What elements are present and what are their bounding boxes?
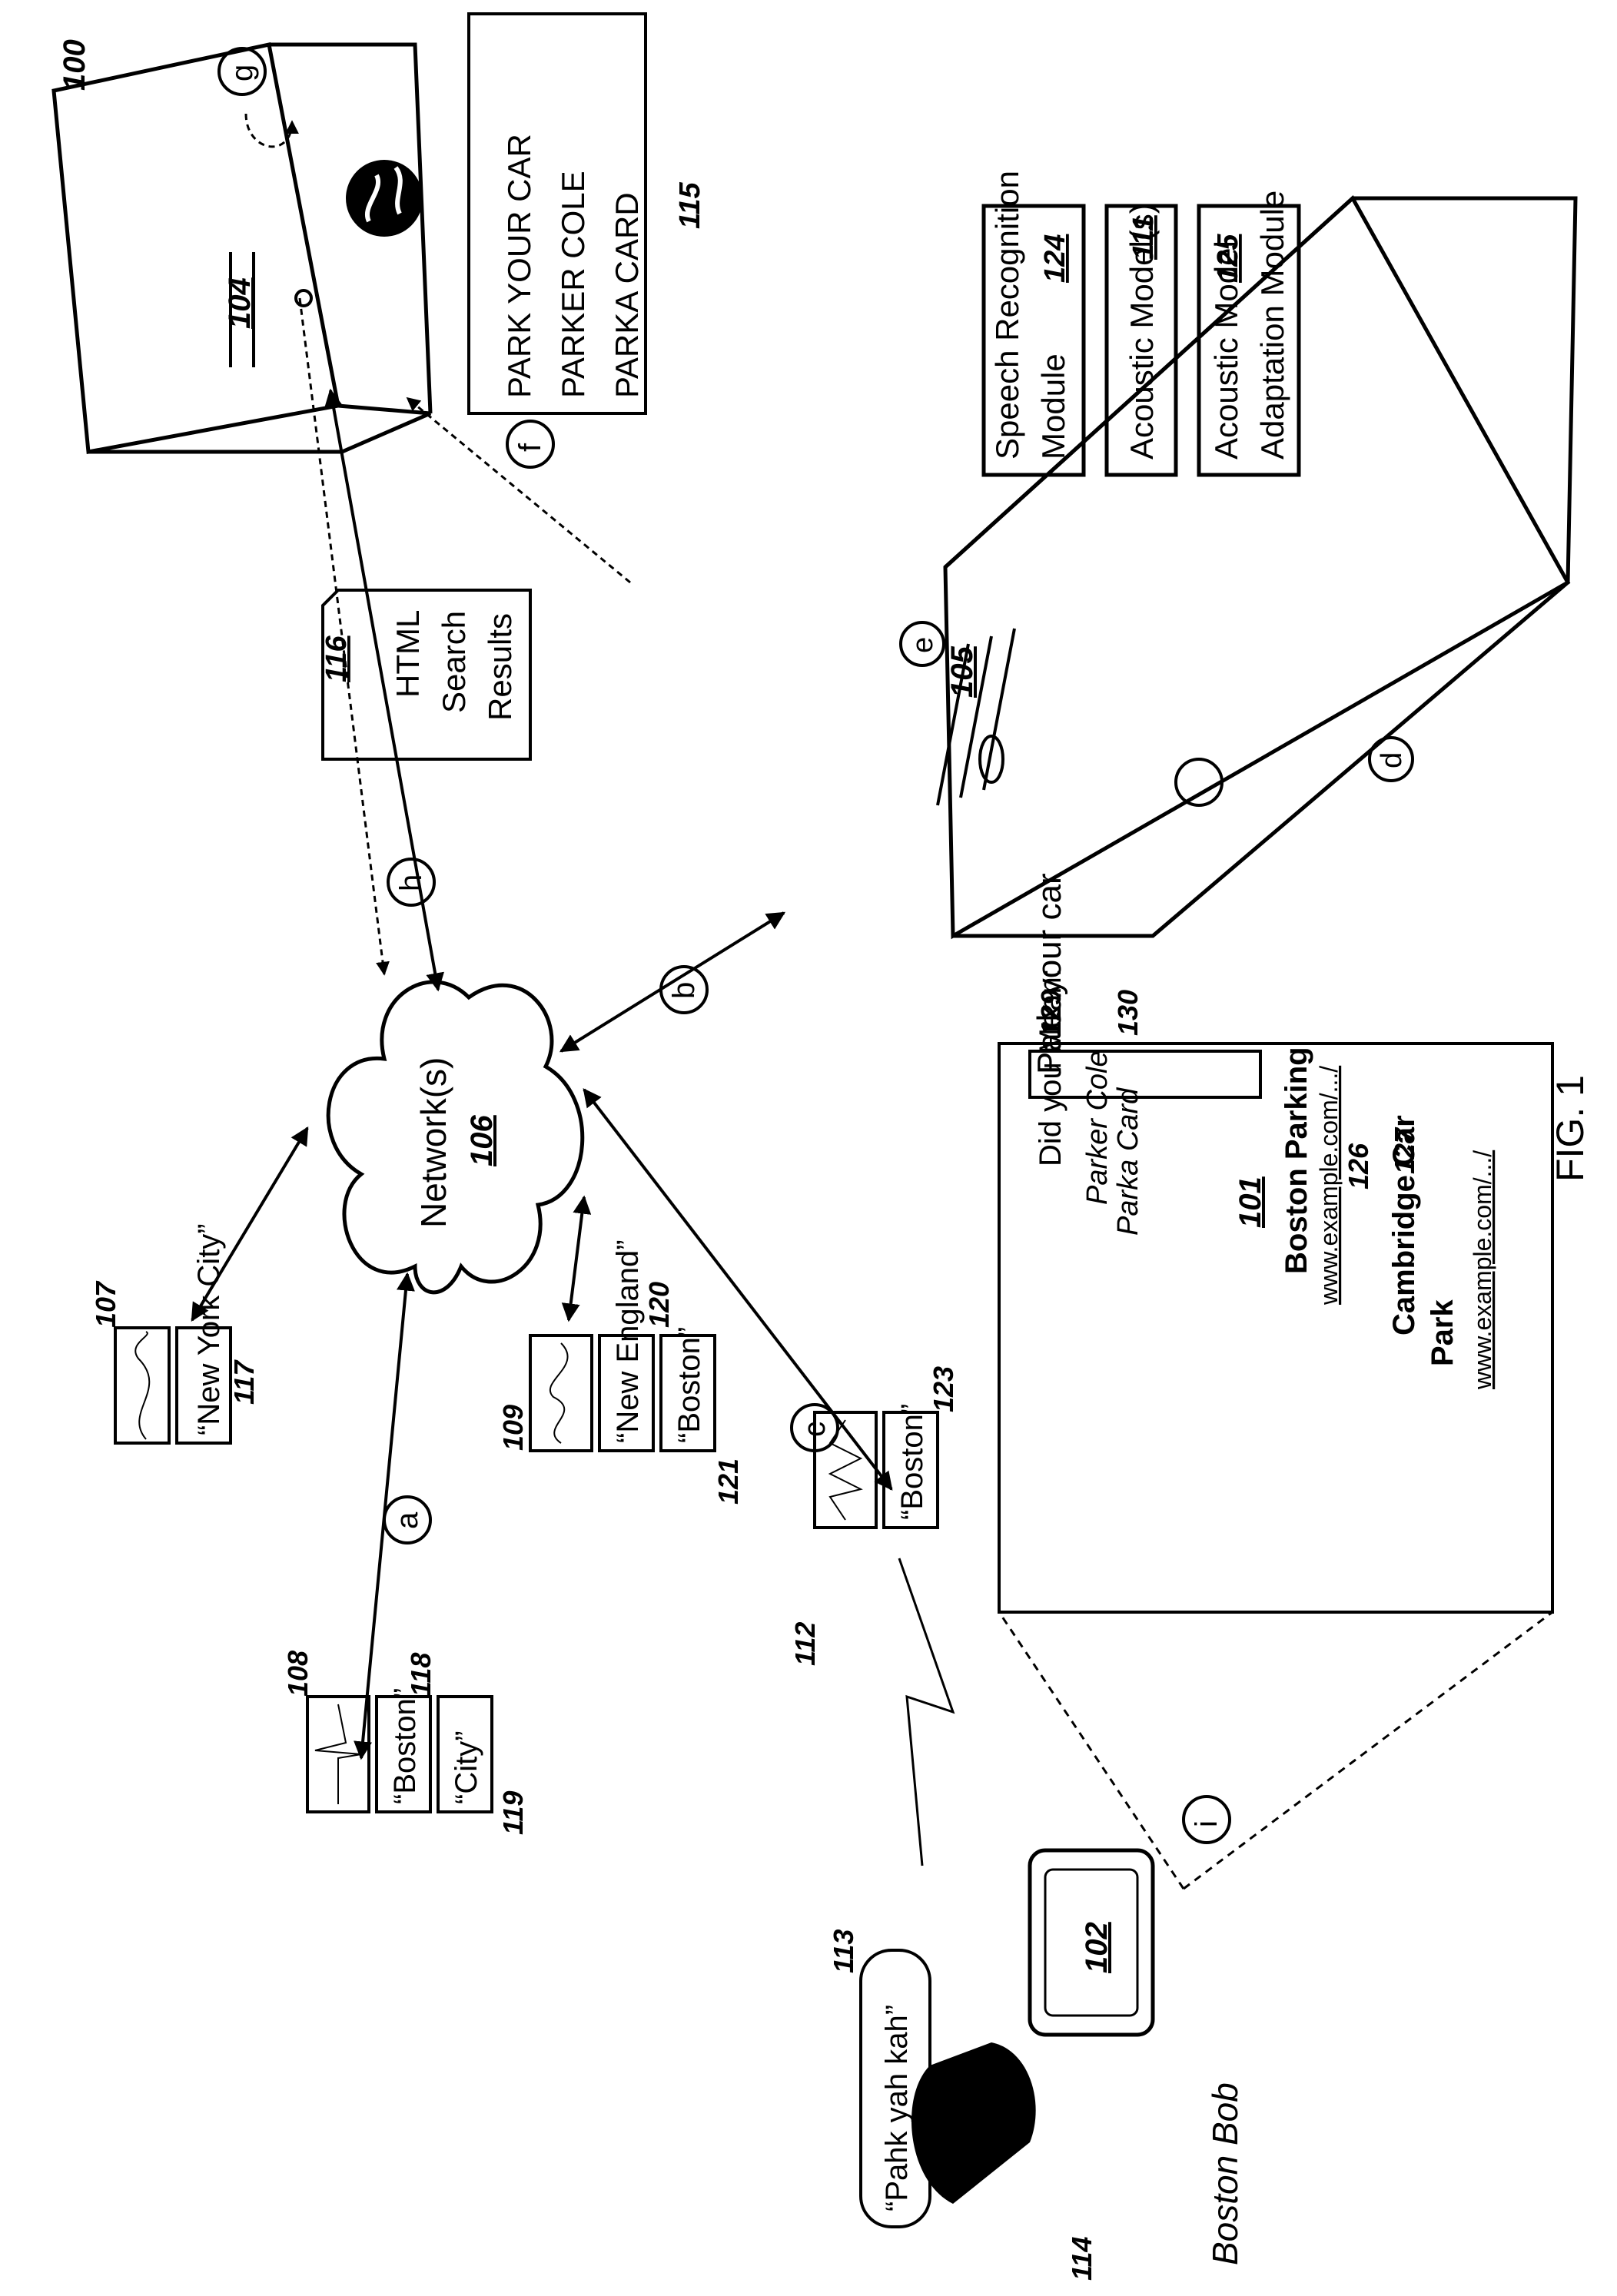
mobile-device-102: 102 <box>1030 1850 1153 2035</box>
user-speech: “Pahk yah kah” <box>880 2005 914 2211</box>
sample-109-text-b: “Boston” <box>672 1327 706 1443</box>
candidate-line3: PARKA CARD <box>609 192 645 398</box>
ref-113: 113 <box>828 1929 859 1973</box>
sample-108-text-b: “City” <box>450 1730 483 1804</box>
user-name: Boston Bob <box>1205 2082 1245 2265</box>
user-114: Boston Bob 114 <box>911 2042 1245 2281</box>
ref-118: 118 <box>405 1653 437 1697</box>
wireless-signal <box>899 1558 953 1866</box>
ref-114: 114 <box>1066 2237 1097 2281</box>
result-2-url: www.example.com/.../ <box>1469 1150 1496 1390</box>
candidate-line2: PARKER COLE <box>555 171 591 398</box>
sample-108-text-a: “Boston” <box>388 1688 422 1804</box>
ref-107: 107 <box>90 1280 121 1328</box>
step-i: i <box>1190 1820 1224 1827</box>
globe-icon <box>346 160 423 237</box>
html-results-116: 116 HTML Search Results <box>320 590 530 759</box>
ref-100: 100 <box>58 39 91 91</box>
ref-120: 120 <box>643 1282 675 1328</box>
step-d: d <box>1376 752 1408 768</box>
ref-117: 117 <box>228 1359 260 1405</box>
html-line3: Results <box>482 613 518 721</box>
audio-sample-109: “New England” “Boston” 109 120 121 <box>497 1239 744 1505</box>
sample-107-text: “New York City” <box>192 1223 226 1435</box>
speech-line1: Speech Recognition <box>989 171 1025 460</box>
device-screen-101: Park your car 129 Did you Mean: Parker C… <box>999 873 1552 1889</box>
result-1-url: www.example.com/.../ <box>1315 1066 1343 1306</box>
adapt-line2: Adaptation Module <box>1254 191 1290 460</box>
result-1-title: Boston Parking <box>1280 1047 1313 1274</box>
ref-127: 127 <box>1389 1126 1420 1174</box>
sample-112-text: “Boston” <box>895 1404 929 1520</box>
step-f: f <box>513 443 547 452</box>
candidate-box-115: PARK YOUR CAR PARKER COLE PARKA CARD 115 <box>469 14 706 413</box>
suggestion-1: Parker Cole <box>1081 1050 1114 1205</box>
acoustic-model-adaptation-module-125: Acoustic Model Adaptation Module 125 <box>1199 191 1299 475</box>
step-h: h <box>394 874 428 891</box>
ref-119: 119 <box>497 1791 529 1835</box>
ref-112: 112 <box>789 1622 821 1666</box>
speech-line2: Module <box>1035 353 1071 460</box>
step-b: b <box>667 982 701 999</box>
ref-106: 106 <box>465 1115 499 1166</box>
speech-bubble-113: “Pahk yah kah” 113 <box>828 1929 930 2227</box>
sample-109-text-a: “New England” <box>611 1239 645 1443</box>
html-line2: Search <box>436 611 472 713</box>
rotated-drawing: FIG. 1 104 g 100 PARK YOUR CAR PARKER CO… <box>54 14 1592 2281</box>
speech-recognition-module-124: Speech Recognition Module 124 <box>984 171 1084 475</box>
figure-caption: FIG. 1 <box>1549 1075 1592 1182</box>
ref-108: 108 <box>282 1651 314 1697</box>
did-you-mean: Did you Mean: <box>1034 968 1067 1166</box>
ref-101: 101 <box>1234 1176 1267 1228</box>
ref-104: 104 <box>223 277 257 329</box>
ref-130: 130 <box>1112 990 1144 1036</box>
ref-123: 123 <box>928 1366 959 1412</box>
ref-124: 124 <box>1039 234 1071 283</box>
result-2-title-line2: Park <box>1426 1299 1459 1366</box>
ref-115: 115 <box>674 182 706 229</box>
step-a: a <box>390 1511 424 1529</box>
audio-sample-107: “New York City” 107 117 <box>90 1223 260 1443</box>
ref-102: 102 <box>1080 1922 1114 1973</box>
step-e: e <box>907 637 939 653</box>
network-cloud-106: Network(s) 106 <box>328 982 583 1292</box>
html-line1: HTML <box>390 610 426 698</box>
candidate-line1: PARK YOUR CAR <box>501 134 537 398</box>
ref-125: 125 <box>1212 234 1244 283</box>
ref-111: 111 <box>1127 215 1160 260</box>
suggestion-2: Parka Card <box>1112 1087 1144 1236</box>
audio-sample-112: “Boston” 112 123 <box>789 1366 959 1666</box>
step-g: g <box>225 65 259 81</box>
ref-121: 121 <box>712 1458 744 1505</box>
acoustic-models-111: Acoustic Model(s) 111 <box>1107 203 1176 475</box>
ref-109: 109 <box>497 1405 529 1451</box>
network-label: Network(s) <box>413 1057 453 1228</box>
audio-sample-108: “Boston” “City” 108 118 119 <box>282 1651 529 1835</box>
ref-126: 126 <box>1343 1143 1374 1189</box>
server-104: 104 <box>54 45 430 452</box>
